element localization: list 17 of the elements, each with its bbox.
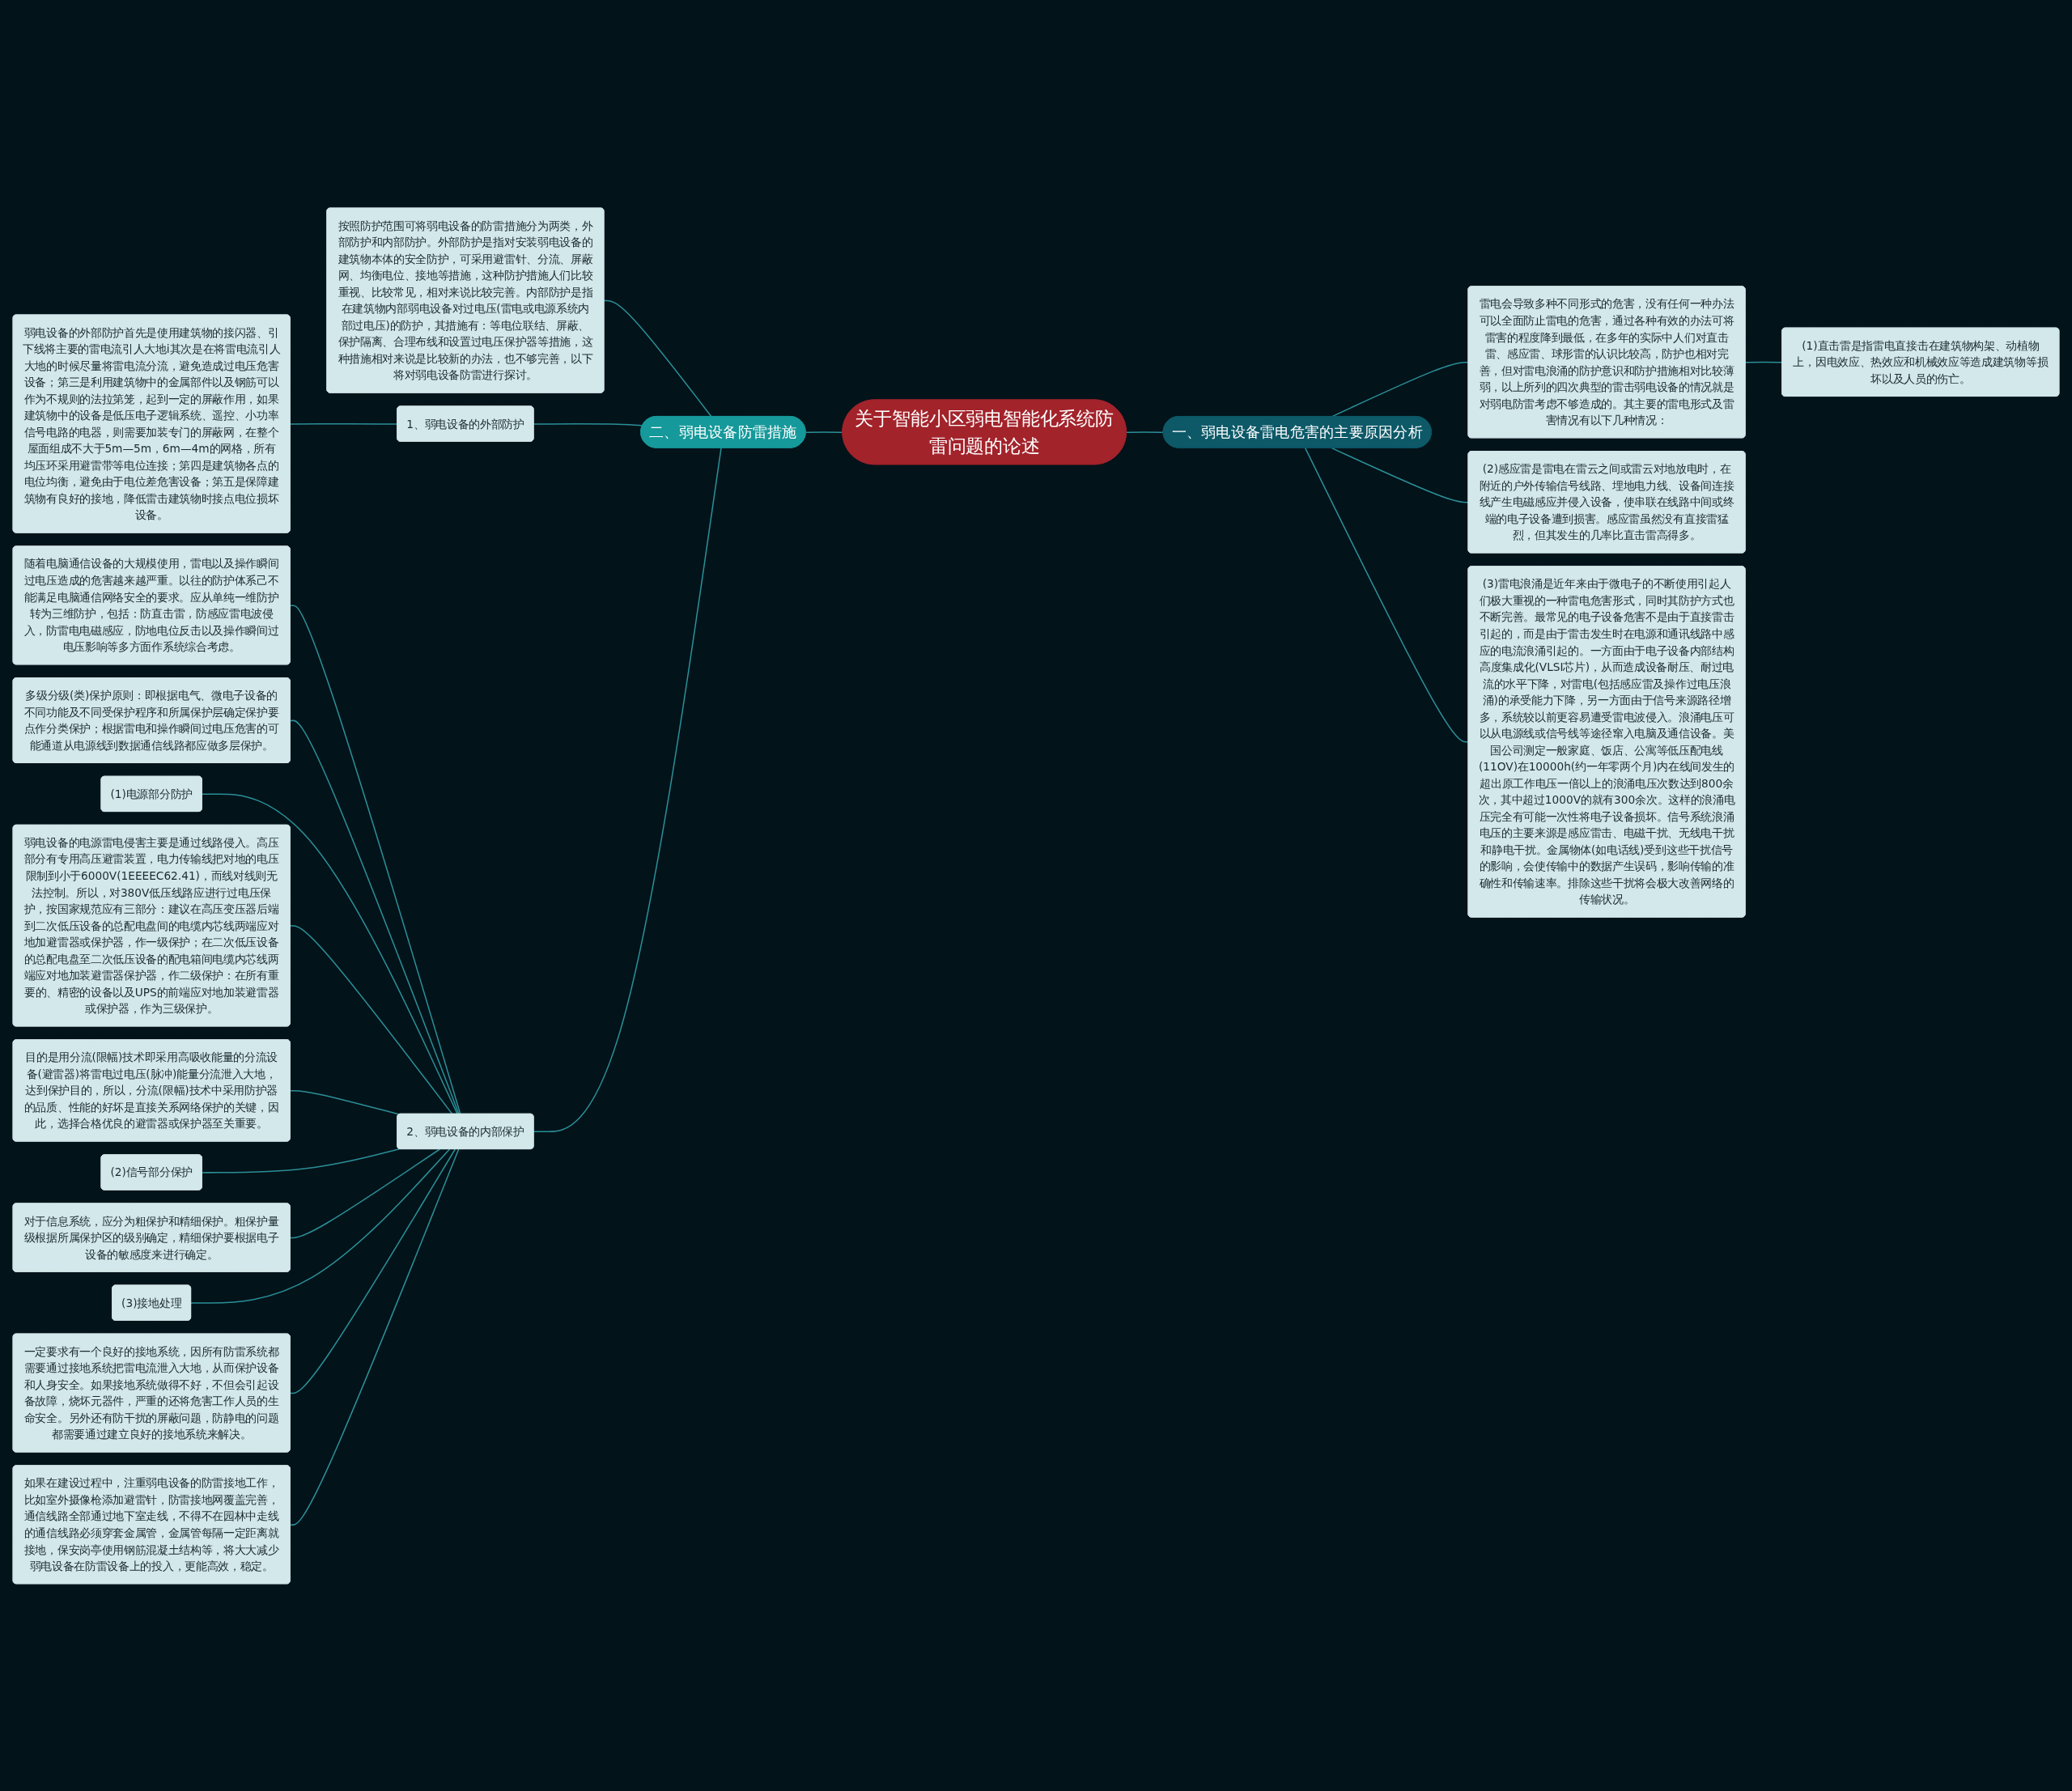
connector	[201, 1148, 401, 1173]
connector	[289, 1089, 401, 1115]
connector	[289, 924, 453, 1114]
connector	[603, 299, 712, 418]
connector	[190, 1148, 451, 1304]
connector	[289, 1148, 460, 1526]
connector	[201, 793, 458, 1114]
connector	[1744, 361, 1783, 363]
connector	[289, 719, 460, 1114]
connector	[289, 422, 398, 425]
connector	[289, 1148, 456, 1394]
connector	[289, 1148, 441, 1238]
connector	[289, 605, 461, 1114]
connector	[805, 431, 843, 433]
connector	[1126, 431, 1165, 433]
connector	[533, 447, 722, 1132]
connector	[533, 422, 643, 427]
